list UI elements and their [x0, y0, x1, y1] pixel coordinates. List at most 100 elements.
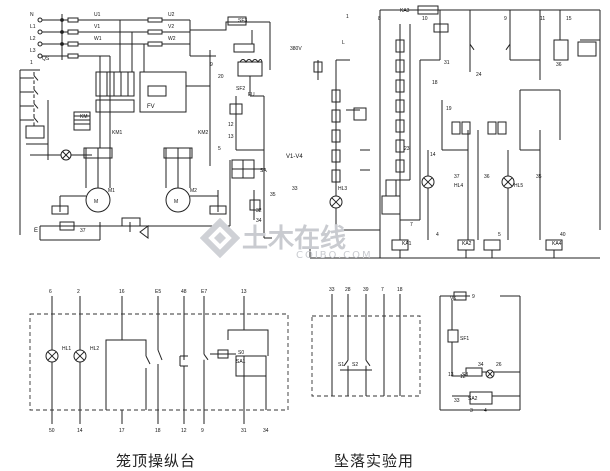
svg-text:31: 31 [241, 428, 247, 434]
watermark-brand: 土木在线 [242, 224, 347, 254]
svg-text:32: 32 [256, 208, 262, 214]
svg-text:48: 48 [181, 289, 187, 295]
label-m1: M1 [108, 188, 115, 194]
svg-text:3: 3 [470, 408, 473, 414]
contact-icon [395, 119, 405, 133]
svg-text:N: N [30, 12, 34, 18]
resistor-icon [121, 217, 141, 227]
resistor-icon [59, 221, 75, 231]
contact-icon [461, 121, 471, 135]
svg-text:16: 16 [119, 289, 125, 295]
svg-text:E5: E5 [155, 289, 161, 295]
svg-text:28: 28 [345, 287, 351, 293]
switch-sa1-icon [217, 349, 229, 359]
svg-text:1: 1 [346, 14, 349, 20]
svg-text:24: 24 [476, 72, 482, 78]
contact-icon [395, 99, 405, 113]
contact-icon [331, 169, 341, 183]
contact-icon [395, 159, 405, 173]
switch-sf3-icon [227, 16, 247, 26]
fuse-icon [67, 41, 79, 47]
selector-sa2-icon [469, 391, 493, 405]
label-hl1: HL1 [62, 346, 71, 352]
label-hl5: HL5 [514, 183, 523, 189]
svg-text:37: 37 [454, 174, 460, 180]
svg-text:37: 37 [80, 228, 86, 234]
coil-ka4-icon [545, 239, 563, 251]
svg-text:7: 7 [410, 222, 413, 228]
label-v1-v4: V1-V4 [286, 154, 303, 160]
coil-icon [483, 239, 501, 251]
selector-sa-icon [353, 107, 367, 121]
label-s1: S1 [338, 362, 344, 368]
contact-icon [395, 139, 405, 153]
contact-icon [331, 129, 341, 143]
fuse-icon [67, 53, 79, 59]
svg-text:23: 23 [404, 146, 410, 152]
svg-text:34: 34 [263, 428, 269, 434]
svg-text:L2: L2 [30, 36, 36, 42]
svg-text:10: 10 [422, 16, 428, 22]
svg-text:33: 33 [292, 186, 298, 192]
watermark-logo-icon [200, 218, 240, 258]
svg-text:5: 5 [498, 232, 501, 238]
contact-icon [553, 39, 569, 61]
terminal-icon [37, 41, 43, 47]
label-s0: S0 [238, 350, 244, 356]
svg-text:18: 18 [155, 428, 161, 434]
contactor-contact-icon [147, 29, 163, 35]
fv-device-icon [147, 85, 167, 97]
label-ka3: KA3 [400, 8, 410, 14]
contact-icon [497, 121, 507, 135]
svg-text:4: 4 [484, 408, 487, 414]
contact-icon [395, 39, 405, 53]
coil-ka2-icon [457, 239, 475, 251]
label-sf1: SF1 [460, 336, 469, 342]
svg-text:9: 9 [201, 428, 204, 434]
svg-text:13: 13 [241, 289, 247, 295]
label-sa: SA [260, 168, 267, 174]
label-ka4: KA4 [552, 241, 562, 247]
svg-text:7: 7 [381, 287, 384, 293]
svg-text:12: 12 [460, 374, 466, 380]
svg-text:34: 34 [478, 362, 484, 368]
coil-ka1-icon [391, 239, 409, 251]
contact-icon [465, 367, 483, 377]
label-sa1: SA1 [236, 359, 246, 365]
caption-fall-test: 坠落实验用 [334, 452, 415, 470]
fuse-fu-icon [229, 103, 243, 115]
label-power: 380V [290, 46, 302, 52]
brake-coil-icon [209, 205, 227, 215]
svg-text:40: 40 [560, 232, 566, 238]
svg-text:2: 2 [77, 289, 80, 295]
svg-text:50: 50 [49, 428, 55, 434]
relay-icon [385, 179, 397, 197]
svg-text:W2: W2 [168, 36, 176, 42]
svg-text:9: 9 [472, 294, 475, 300]
label-sa2: SA2 [468, 396, 478, 402]
label-e: E [34, 228, 38, 234]
svg-text:31: 31 [444, 60, 450, 66]
svg-text:U2: U2 [168, 12, 175, 18]
svg-text:15: 15 [566, 16, 572, 22]
selector-switch-icon [235, 355, 267, 377]
svg-text:9: 9 [210, 62, 213, 68]
label-sf3: SF3 [238, 18, 247, 24]
svg-text:V6: V6 [450, 296, 456, 302]
contact-stack-icon [73, 111, 91, 131]
relay-icon [249, 199, 261, 211]
relay-ka3-contact-icon [417, 5, 439, 15]
thermal-relay-icon [163, 147, 193, 159]
label-km1: KM1 [112, 130, 123, 136]
svg-text:14: 14 [77, 428, 83, 434]
switch-sf1-icon [447, 329, 459, 343]
svg-text:20: 20 [218, 74, 224, 80]
label-hl2: HL2 [90, 346, 99, 352]
contactor-contact-icon [147, 17, 163, 23]
svg-text:35: 35 [536, 174, 542, 180]
svg-text:E7: E7 [201, 289, 207, 295]
fuse-fv-icon [433, 23, 449, 33]
svg-text:M: M [94, 199, 98, 205]
svg-text:13: 13 [448, 372, 454, 378]
